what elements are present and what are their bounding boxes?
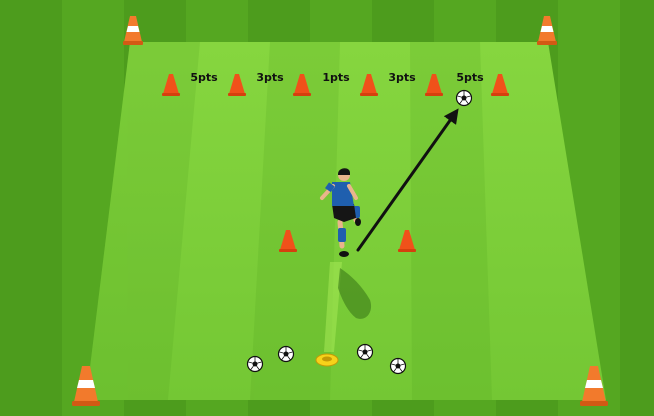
ball-icon (358, 345, 373, 360)
ball-icon (248, 357, 263, 372)
ball-icon (457, 91, 472, 106)
zone-label: 3pts (388, 71, 416, 84)
zone-label: 1pts (322, 71, 350, 84)
zone-label: 5pts (190, 71, 218, 84)
zone-label: 5pts (456, 71, 484, 84)
ball-icon (391, 359, 406, 374)
ball-icon (279, 347, 294, 362)
disc-marker-icon (316, 354, 338, 366)
zone-label: 3pts (256, 71, 284, 84)
